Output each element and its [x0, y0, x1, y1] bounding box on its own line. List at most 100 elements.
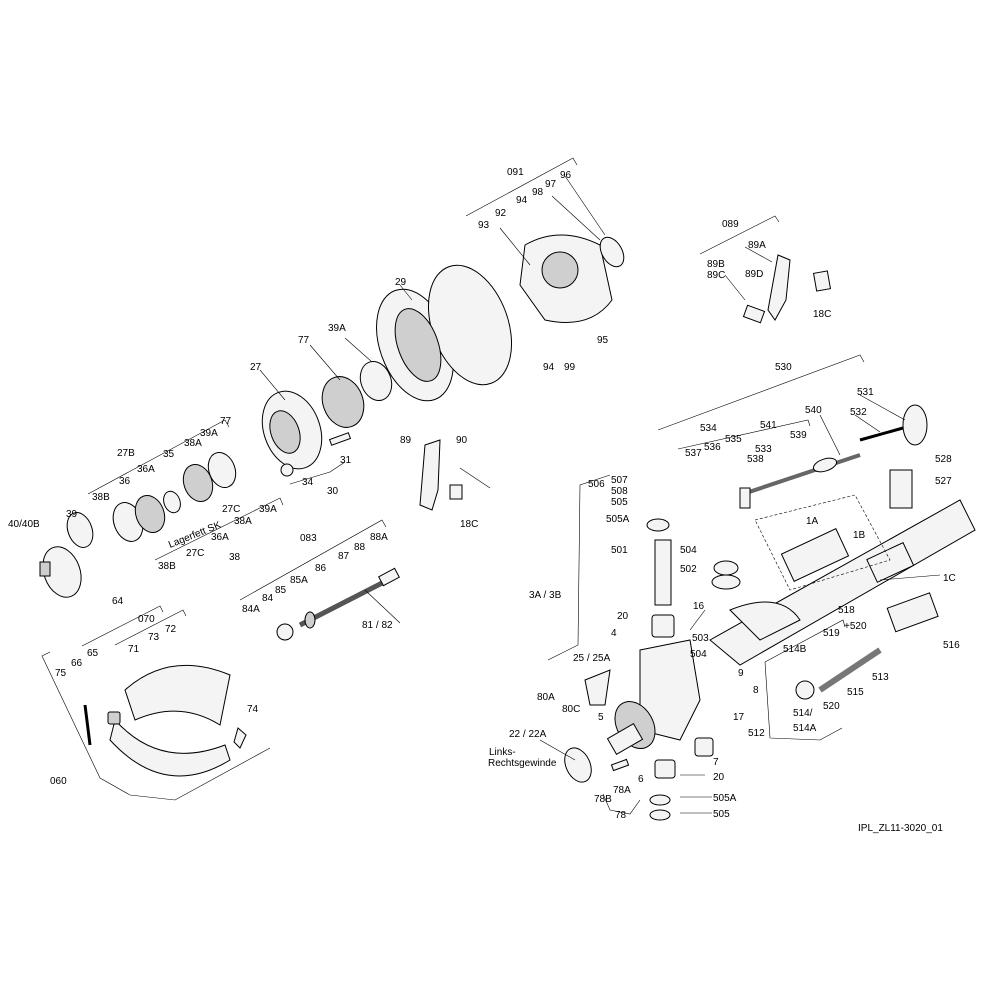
label-22-22a: 22 / 22A	[509, 729, 547, 740]
label-27b: 27B	[117, 448, 135, 459]
leader-lines	[259, 175, 941, 814]
tie-rod-513	[795, 592, 939, 700]
label-88a: 88A	[370, 532, 388, 543]
label-77-b: 77	[220, 416, 232, 427]
label-513: 513	[872, 672, 889, 683]
brake-shoes	[83, 664, 247, 777]
label-38: 38	[229, 552, 241, 563]
linkage-534	[739, 453, 861, 509]
label-18c-a: 18C	[813, 309, 831, 320]
label-39: 39	[66, 509, 78, 520]
label-507: 507	[611, 475, 628, 486]
label-31: 31	[340, 455, 352, 466]
label-84: 84	[262, 593, 274, 604]
label-84a: 84A	[242, 604, 260, 615]
label-514b: 514B	[783, 644, 807, 655]
brake-camshaft-083	[276, 567, 400, 641]
dashed-outline	[754, 494, 891, 591]
label-29: 29	[395, 277, 407, 288]
label-518: 518	[838, 605, 855, 616]
label-519: 519	[823, 628, 840, 639]
label-links: Links-	[489, 747, 516, 758]
label-502: 502	[680, 564, 697, 575]
label-514a: 514A	[793, 723, 817, 734]
label-98: 98	[532, 187, 544, 198]
label-7: 7	[713, 757, 719, 768]
label-86: 86	[315, 563, 327, 574]
label-505-a: 505	[611, 497, 628, 508]
label-94b: 94	[543, 362, 555, 373]
label-27: 27	[250, 362, 262, 373]
label-78: 78	[615, 810, 627, 821]
label-rechts: Rechtsgewinde	[488, 758, 557, 769]
brake-chamber-531	[859, 404, 928, 446]
label-27c-b: 27C	[186, 548, 204, 559]
label-30: 30	[327, 486, 339, 497]
label-97: 97	[545, 179, 557, 190]
wheel-hub-27	[261, 390, 352, 477]
label-25-25a: 25 / 25A	[573, 653, 611, 664]
label-538: 538	[747, 454, 764, 465]
label-96: 96	[560, 170, 572, 181]
label-515: 515	[847, 687, 864, 698]
label-99: 99	[564, 362, 576, 373]
label-060: 060	[50, 776, 67, 787]
label-77-a: 77	[298, 335, 310, 346]
label-34: 34	[302, 477, 314, 488]
label-27c-a: 27C	[222, 504, 240, 515]
label-38a-b: 38A	[234, 516, 252, 527]
label-083: 083	[300, 533, 317, 544]
label-9: 9	[738, 668, 744, 679]
label-6: 6	[638, 774, 644, 785]
group-brackets	[41, 157, 865, 815]
label-1a: 1A	[806, 516, 819, 527]
label-512: 512	[748, 728, 765, 739]
label-533: 533	[755, 444, 772, 455]
brake-backing-plate	[519, 234, 625, 323]
label-1b: 1B	[853, 530, 866, 541]
label-516: 516	[943, 640, 960, 651]
label-36a-b: 36A	[211, 532, 229, 543]
label-90: 90	[456, 435, 468, 446]
label-504-b: 504	[690, 649, 707, 660]
label-530: 530	[775, 362, 792, 373]
label-091: 091	[507, 167, 524, 178]
cover-disc-39a	[359, 361, 393, 401]
label-78b: 78B	[594, 794, 612, 805]
label-20-b: 20	[713, 772, 725, 783]
label-87: 87	[338, 551, 350, 562]
part-labels: 091 96 97 98 94 92 93 94 99 95 089 89A 8…	[8, 167, 960, 821]
bushings-lower	[610, 737, 714, 821]
label-070: 070	[138, 614, 155, 625]
label-39a-a: 39A	[328, 323, 346, 334]
label-92: 92	[495, 208, 507, 219]
label-536: 536	[704, 442, 721, 453]
label-508: 508	[611, 486, 628, 497]
label-89b: 89B	[707, 259, 725, 270]
label-38b-b: 38B	[158, 561, 176, 572]
label-80c: 80C	[562, 704, 580, 715]
label-505-b: 505	[713, 809, 730, 820]
label-1c: 1C	[943, 573, 956, 584]
label-520-b: 520	[823, 701, 840, 712]
label-94a: 94	[516, 195, 528, 206]
label-8: 8	[753, 685, 759, 696]
label-39a-b: 39A	[200, 428, 218, 439]
label-40-40b: 40/40B	[8, 519, 40, 530]
label-93: 93	[478, 220, 490, 231]
slack-adjuster-89	[419, 439, 491, 511]
label-16: 16	[693, 601, 705, 612]
label-89a: 89A	[748, 240, 766, 251]
drawing-reference: IPL_ZL11-3020_01	[858, 823, 943, 834]
brake-drum-29	[376, 264, 513, 402]
label-539: 539	[790, 430, 807, 441]
seal-ring-77	[321, 376, 365, 428]
label-81-82: 81 / 82	[362, 620, 393, 631]
label-39a-c: 39A	[259, 504, 277, 515]
label-20-a: 20	[617, 611, 629, 622]
label-89d: 89D	[745, 269, 763, 280]
label-540: 540	[805, 405, 822, 416]
label-501: 501	[611, 545, 628, 556]
label-74: 74	[247, 704, 259, 715]
